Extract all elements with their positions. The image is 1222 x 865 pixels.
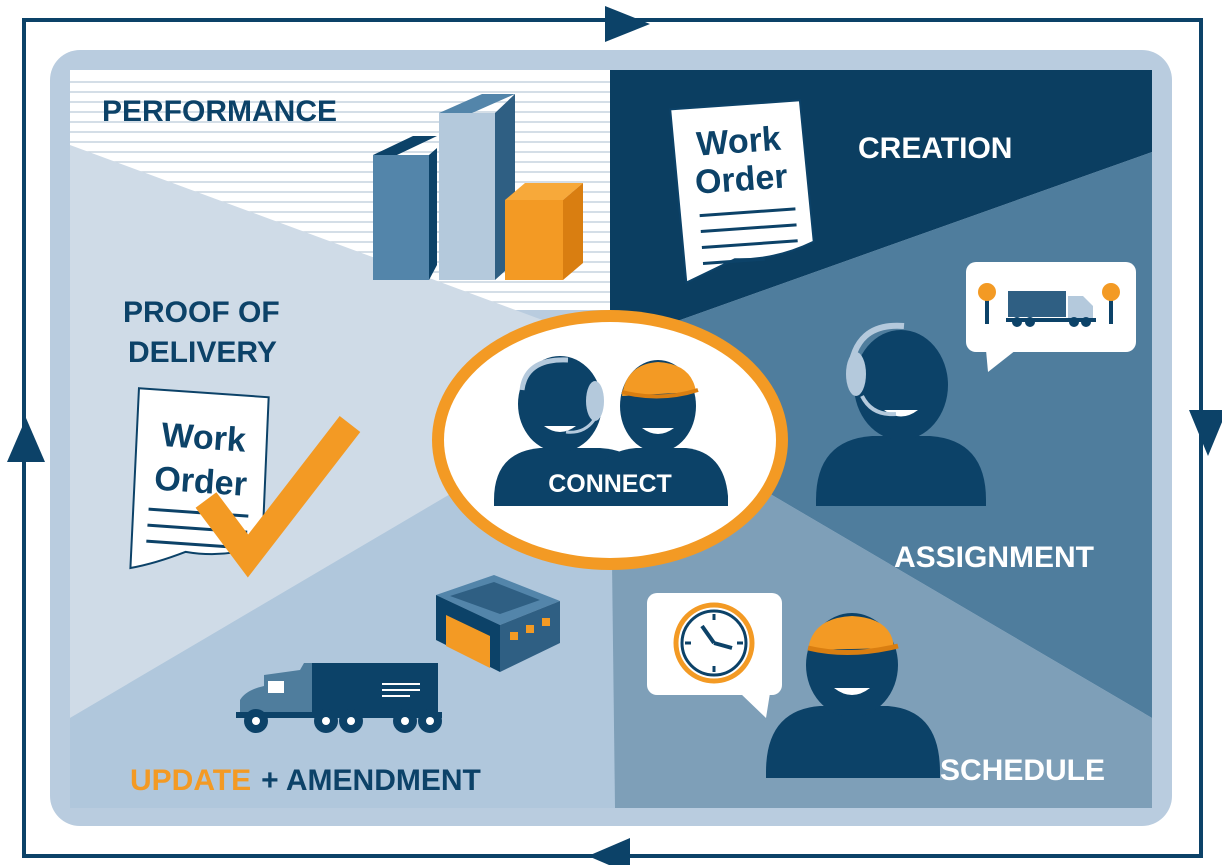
proof-label-line2: DELIVERY [128,336,277,369]
assignment-label: ASSIGNMENT [894,541,1094,574]
work-order-line1: Work [695,120,782,164]
cycle-arrow-icon-right [1189,410,1222,456]
warehouse-icon [436,575,560,672]
clock-icon [673,602,755,684]
work-order-document-icon-creation: Work Order [669,99,815,285]
cycle-arrow-icon-bottom [588,838,630,865]
amendment-label: + AMENDMENT [261,764,481,797]
update-amendment-label: UPDATE + AMENDMENT [130,764,481,797]
work-order-line2: Order [694,157,789,201]
performance-label: PERFORMANCE [102,95,337,128]
proof-work-order-line1: Work [160,416,247,460]
cycle-frame [7,6,1222,865]
schedule-label: SCHEDULE [940,754,1105,787]
cycle-arrow-icon-left [7,418,45,462]
proof-label-line1: PROOF OF [123,296,280,329]
truck-icon [236,663,442,733]
creation-label: CREATION [858,132,1012,165]
connect-hub: CONNECT [432,310,788,570]
checkmark-icon [195,416,361,578]
truck-route-icon [978,283,1120,327]
headset-agent-icon-assignment [816,322,986,506]
update-label: UPDATE [130,764,251,797]
bar-chart-icon [373,94,583,280]
proof-work-order-line2: Order [153,460,248,504]
cycle-arrow-icon-top [605,6,650,42]
driver-cap-icon-schedule [766,613,940,778]
connect-label: CONNECT [548,470,672,498]
driver-cap-icon-center [590,360,728,506]
